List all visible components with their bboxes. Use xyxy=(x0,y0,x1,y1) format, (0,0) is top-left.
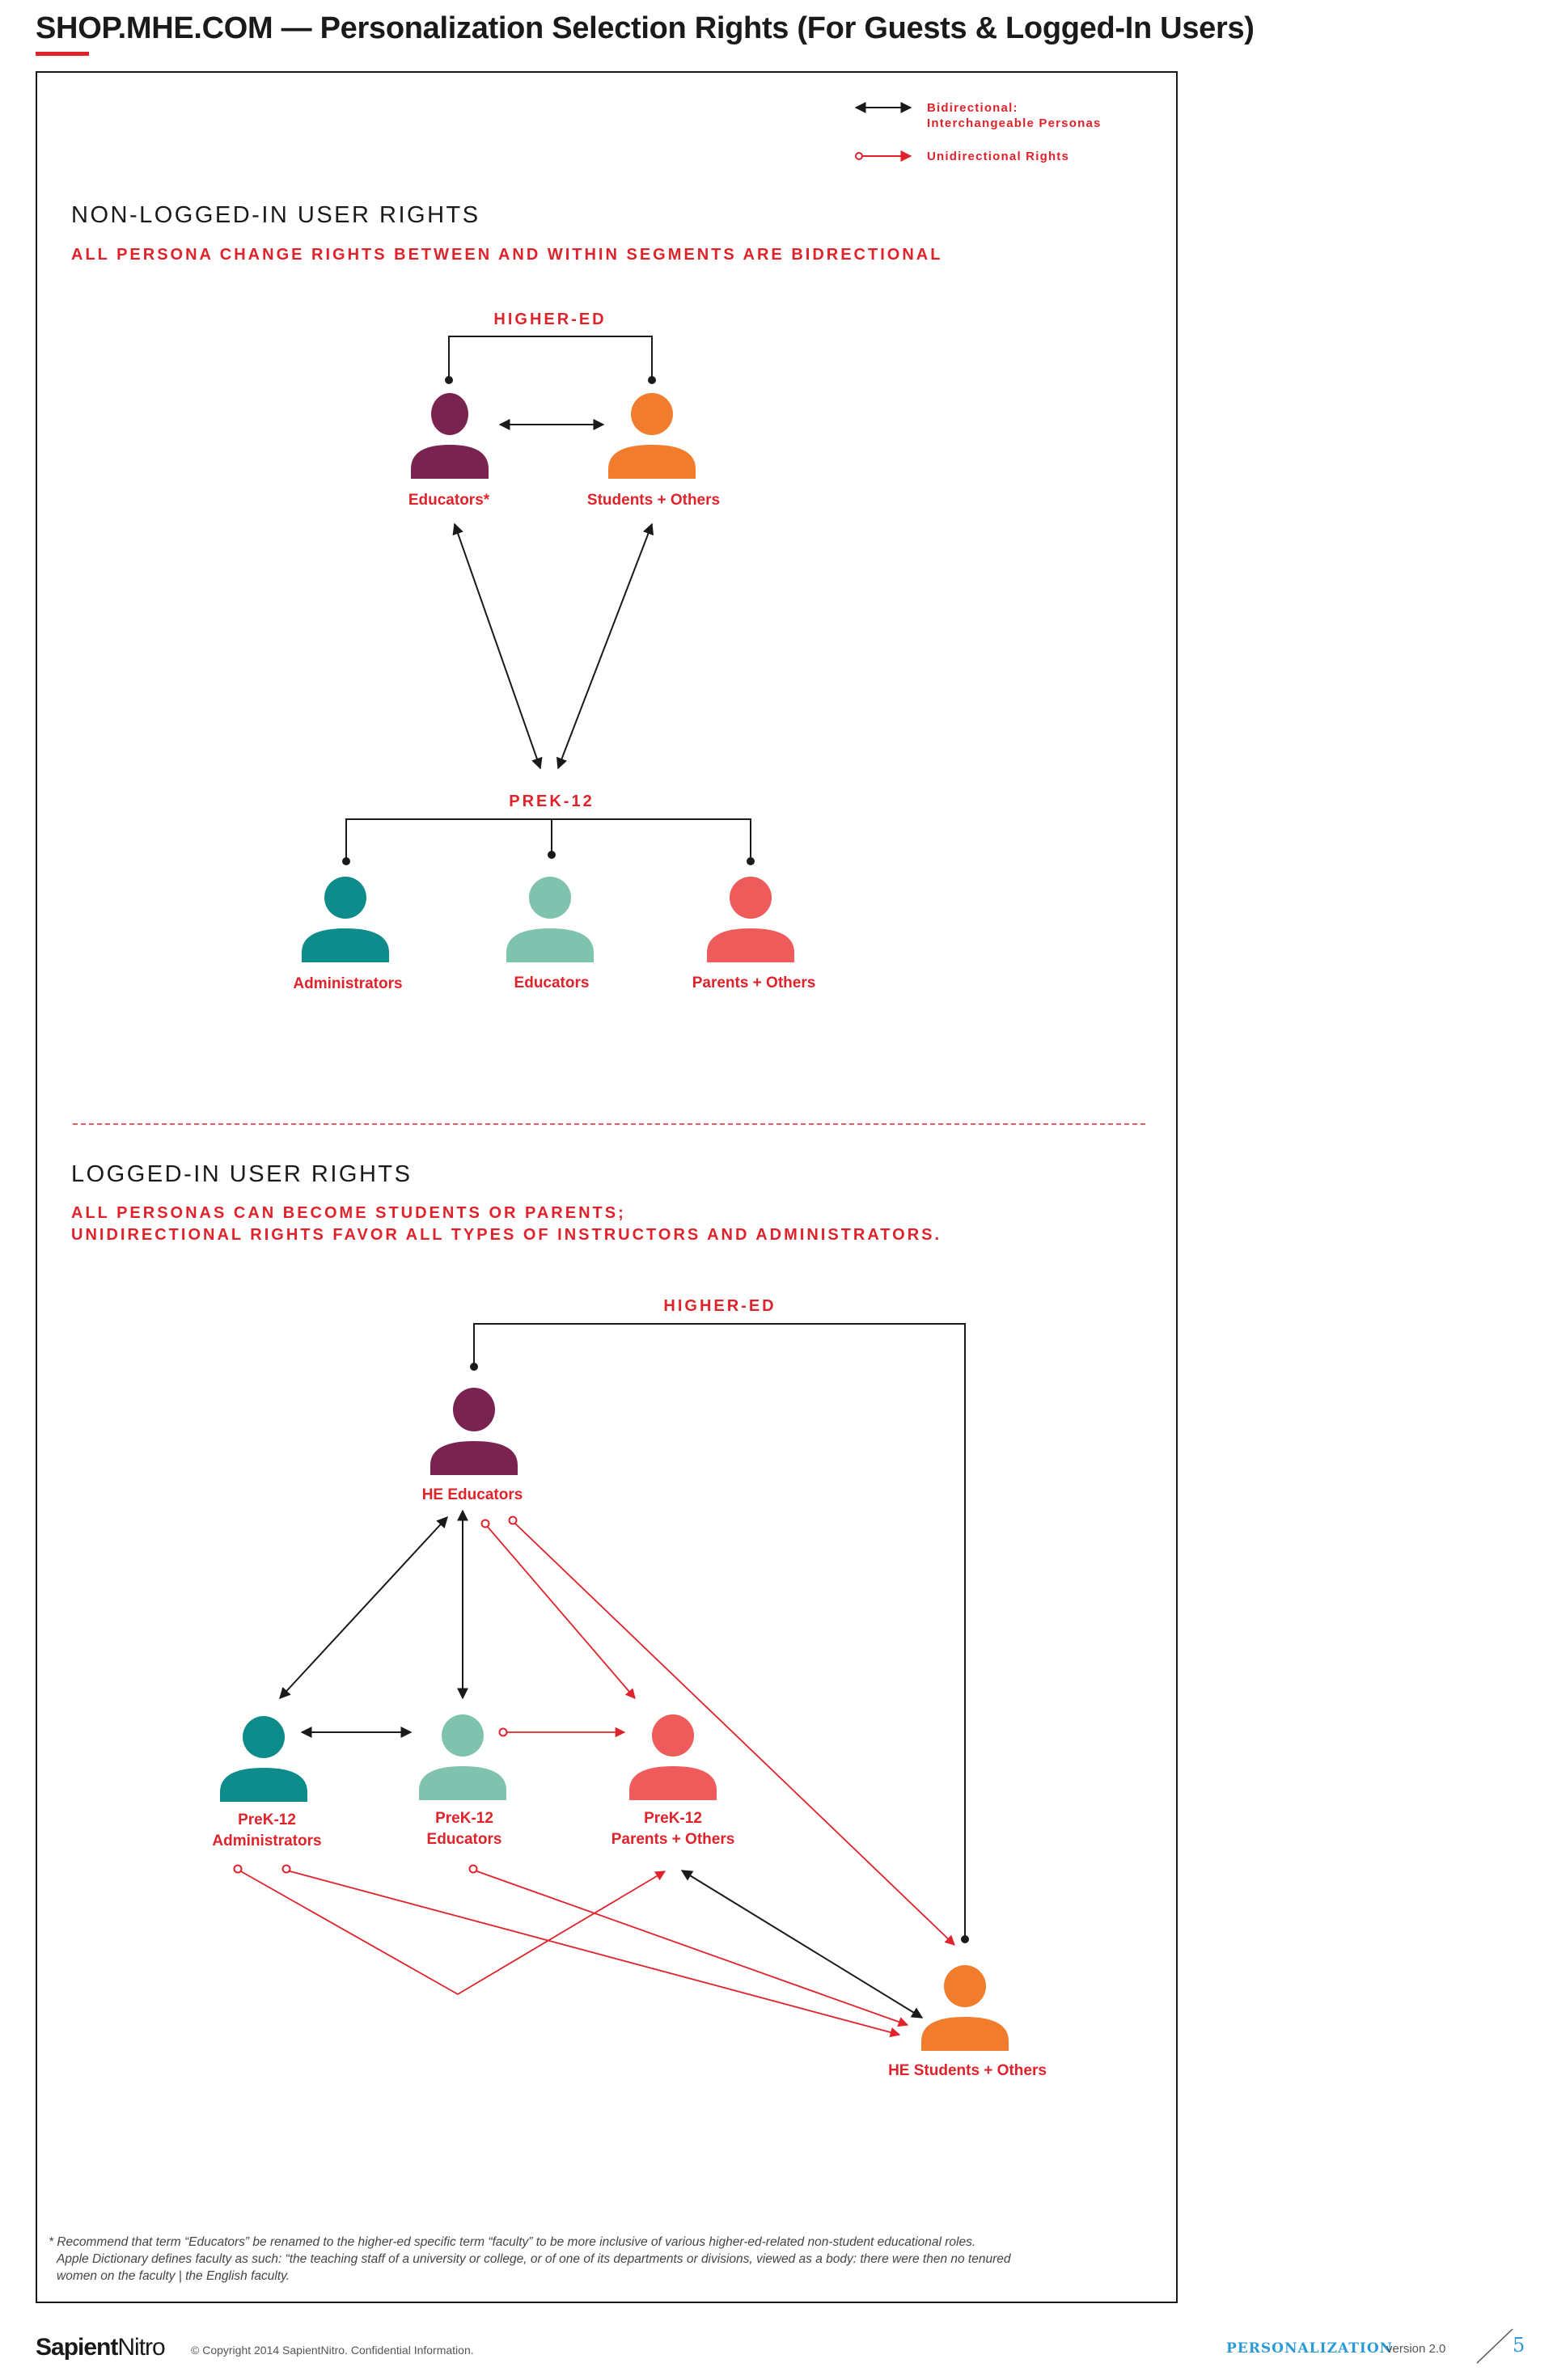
nl-he-educator-icon xyxy=(411,393,489,479)
nl-k12-admin-icon xyxy=(302,877,389,962)
li-k12-parents-line1: PreK-12 xyxy=(644,1810,702,1827)
nl-k12-admins-label: Administrators xyxy=(293,975,403,992)
li-higher-ed-label: HIGHER-ED xyxy=(663,1297,776,1315)
nl-k12-parents-label: Parents + Others xyxy=(692,974,816,991)
li-k12-educators-line1: PreK-12 xyxy=(435,1810,493,1827)
li-section-subheading: ALL PERSONAS CAN BECOME STUDENTS OR PARE… xyxy=(71,1203,942,1246)
nl-higher-ed-label: HIGHER-ED xyxy=(493,311,607,328)
li-bracket-dot-educators xyxy=(470,1363,478,1371)
li-k12-admin-icon xyxy=(220,1716,307,1802)
li-k12-parents-line2: Parents + Others xyxy=(611,1831,735,1848)
nl-bracket-dot-students xyxy=(648,376,656,384)
nl-section-heading: NON-LOGGED-IN USER RIGHTS xyxy=(71,202,480,228)
page-number: 5 xyxy=(1513,2334,1525,2357)
nl-bracket-dot-admins xyxy=(342,857,350,865)
nl-k12-educators-label: Educators xyxy=(514,974,590,991)
legend-bidirectional-line1: Bidirectional: xyxy=(927,101,1018,115)
legend-bidirectional-label: Bidirectional: Interchangeable Personas xyxy=(927,100,1102,131)
li-red-k12-admin-to-k12-parent xyxy=(239,1870,666,1996)
page-title: SHOP.MHE.COM — Personalization Selection… xyxy=(36,11,1255,45)
li-he-students-label: HE Students + Others xyxy=(888,2062,1047,2079)
li-red-k12-admin-to-he-student xyxy=(286,1870,901,2038)
sapientnitro-logo: SapientNitro xyxy=(36,2334,166,2361)
li-red-he-edu-to-he-student xyxy=(514,1522,955,1946)
legend xyxy=(854,102,912,162)
li-k12-parents-label: PreK-12 Parents + Others xyxy=(611,1808,735,1850)
li-section-heading: LOGGED-IN USER RIGHTS xyxy=(71,1161,413,1187)
li-subheading-line1: ALL PERSONAS CAN BECOME STUDENTS OR PARE… xyxy=(71,1204,626,1222)
footnote-line2: Apple Dictionary defines faculty as such… xyxy=(57,2252,1011,2266)
nl-he-educators-label: Educators* xyxy=(408,492,490,509)
li-k12-admins-line2: Administrators xyxy=(212,1833,322,1849)
li-he-educators-label: HE Educators xyxy=(421,1486,523,1503)
nl-section-subheading: ALL PERSONA CHANGE RIGHTS BETWEEN AND WI… xyxy=(71,246,943,264)
li-higher-ed-bracket xyxy=(473,1323,966,1938)
li-subheading-line2: UNIDIRECTIONAL RIGHTS FAVOR ALL TYPES OF… xyxy=(71,1226,942,1244)
legend-bidirectional-line2: Interchangeable Personas xyxy=(927,116,1102,130)
li-arrow-k12-parent-he-student xyxy=(680,1870,924,2019)
li-k12-educator-icon xyxy=(419,1714,506,1800)
nl-he-student-icon xyxy=(608,393,696,479)
nl-bracket-dot-educators-k12 xyxy=(548,851,556,859)
li-arrow-he-edu-k12-admin xyxy=(279,1516,448,1700)
li-bracket-dot-students xyxy=(961,1935,969,1943)
nl-arrow-educators-prek12 xyxy=(452,522,543,770)
nl-k12-parent-icon xyxy=(707,877,794,962)
li-k12-educators-line2: Educators xyxy=(426,1831,502,1848)
li-red-k12-edu-to-he-student xyxy=(474,1870,909,2027)
nl-he-students-label: Students + Others xyxy=(586,492,721,509)
li-k12-educators-label: PreK-12 Educators xyxy=(427,1808,502,1850)
footer-slash-icon xyxy=(1476,2328,1513,2364)
legend-unidirectional-label: Unidirectional Rights xyxy=(927,150,1070,163)
nl-bracket-dot-parents xyxy=(747,857,755,865)
nl-k12-educator-icon xyxy=(506,877,594,962)
li-unidirectional-arrows xyxy=(239,1522,955,2038)
title-underline xyxy=(36,52,89,56)
footer-version: version 2.0 xyxy=(1386,2342,1446,2356)
li-k12-admins-line1: PreK-12 xyxy=(238,1811,296,1828)
brand-light: Nitro xyxy=(117,2334,165,2361)
li-unidirectional-origins xyxy=(233,1516,518,1874)
nl-higher-ed-bracket xyxy=(448,336,653,378)
footer-section-name: PERSONALIZATION xyxy=(1226,2340,1394,2357)
nl-prek12-bracket xyxy=(345,818,751,860)
legend-unidirectional-origin xyxy=(855,152,863,160)
nl-prek12-label: PREK-12 xyxy=(509,793,595,810)
nl-arrow-students-prek12 xyxy=(556,522,654,770)
footnote-line3: women on the faculty | the English facul… xyxy=(57,2269,290,2283)
li-k12-admins-label: PreK-12 Administrators xyxy=(212,1810,321,1852)
diagram-frame xyxy=(36,71,1178,2303)
li-he-student-icon xyxy=(921,1965,1009,2051)
li-he-educator-icon xyxy=(430,1388,518,1475)
brand-bold: Sapient xyxy=(36,2334,118,2361)
li-k12-parent-icon xyxy=(629,1714,717,1800)
copyright-text: © Copyright 2014 SapientNitro. Confident… xyxy=(191,2344,474,2357)
footnote: * Recommend that term “Educators” be ren… xyxy=(49,2234,1173,2285)
nl-bracket-dot-educators xyxy=(445,376,453,384)
li-red-he-edu-to-k12-parent xyxy=(486,1525,636,1699)
footnote-line1: * Recommend that term “Educators” be ren… xyxy=(49,2235,976,2249)
